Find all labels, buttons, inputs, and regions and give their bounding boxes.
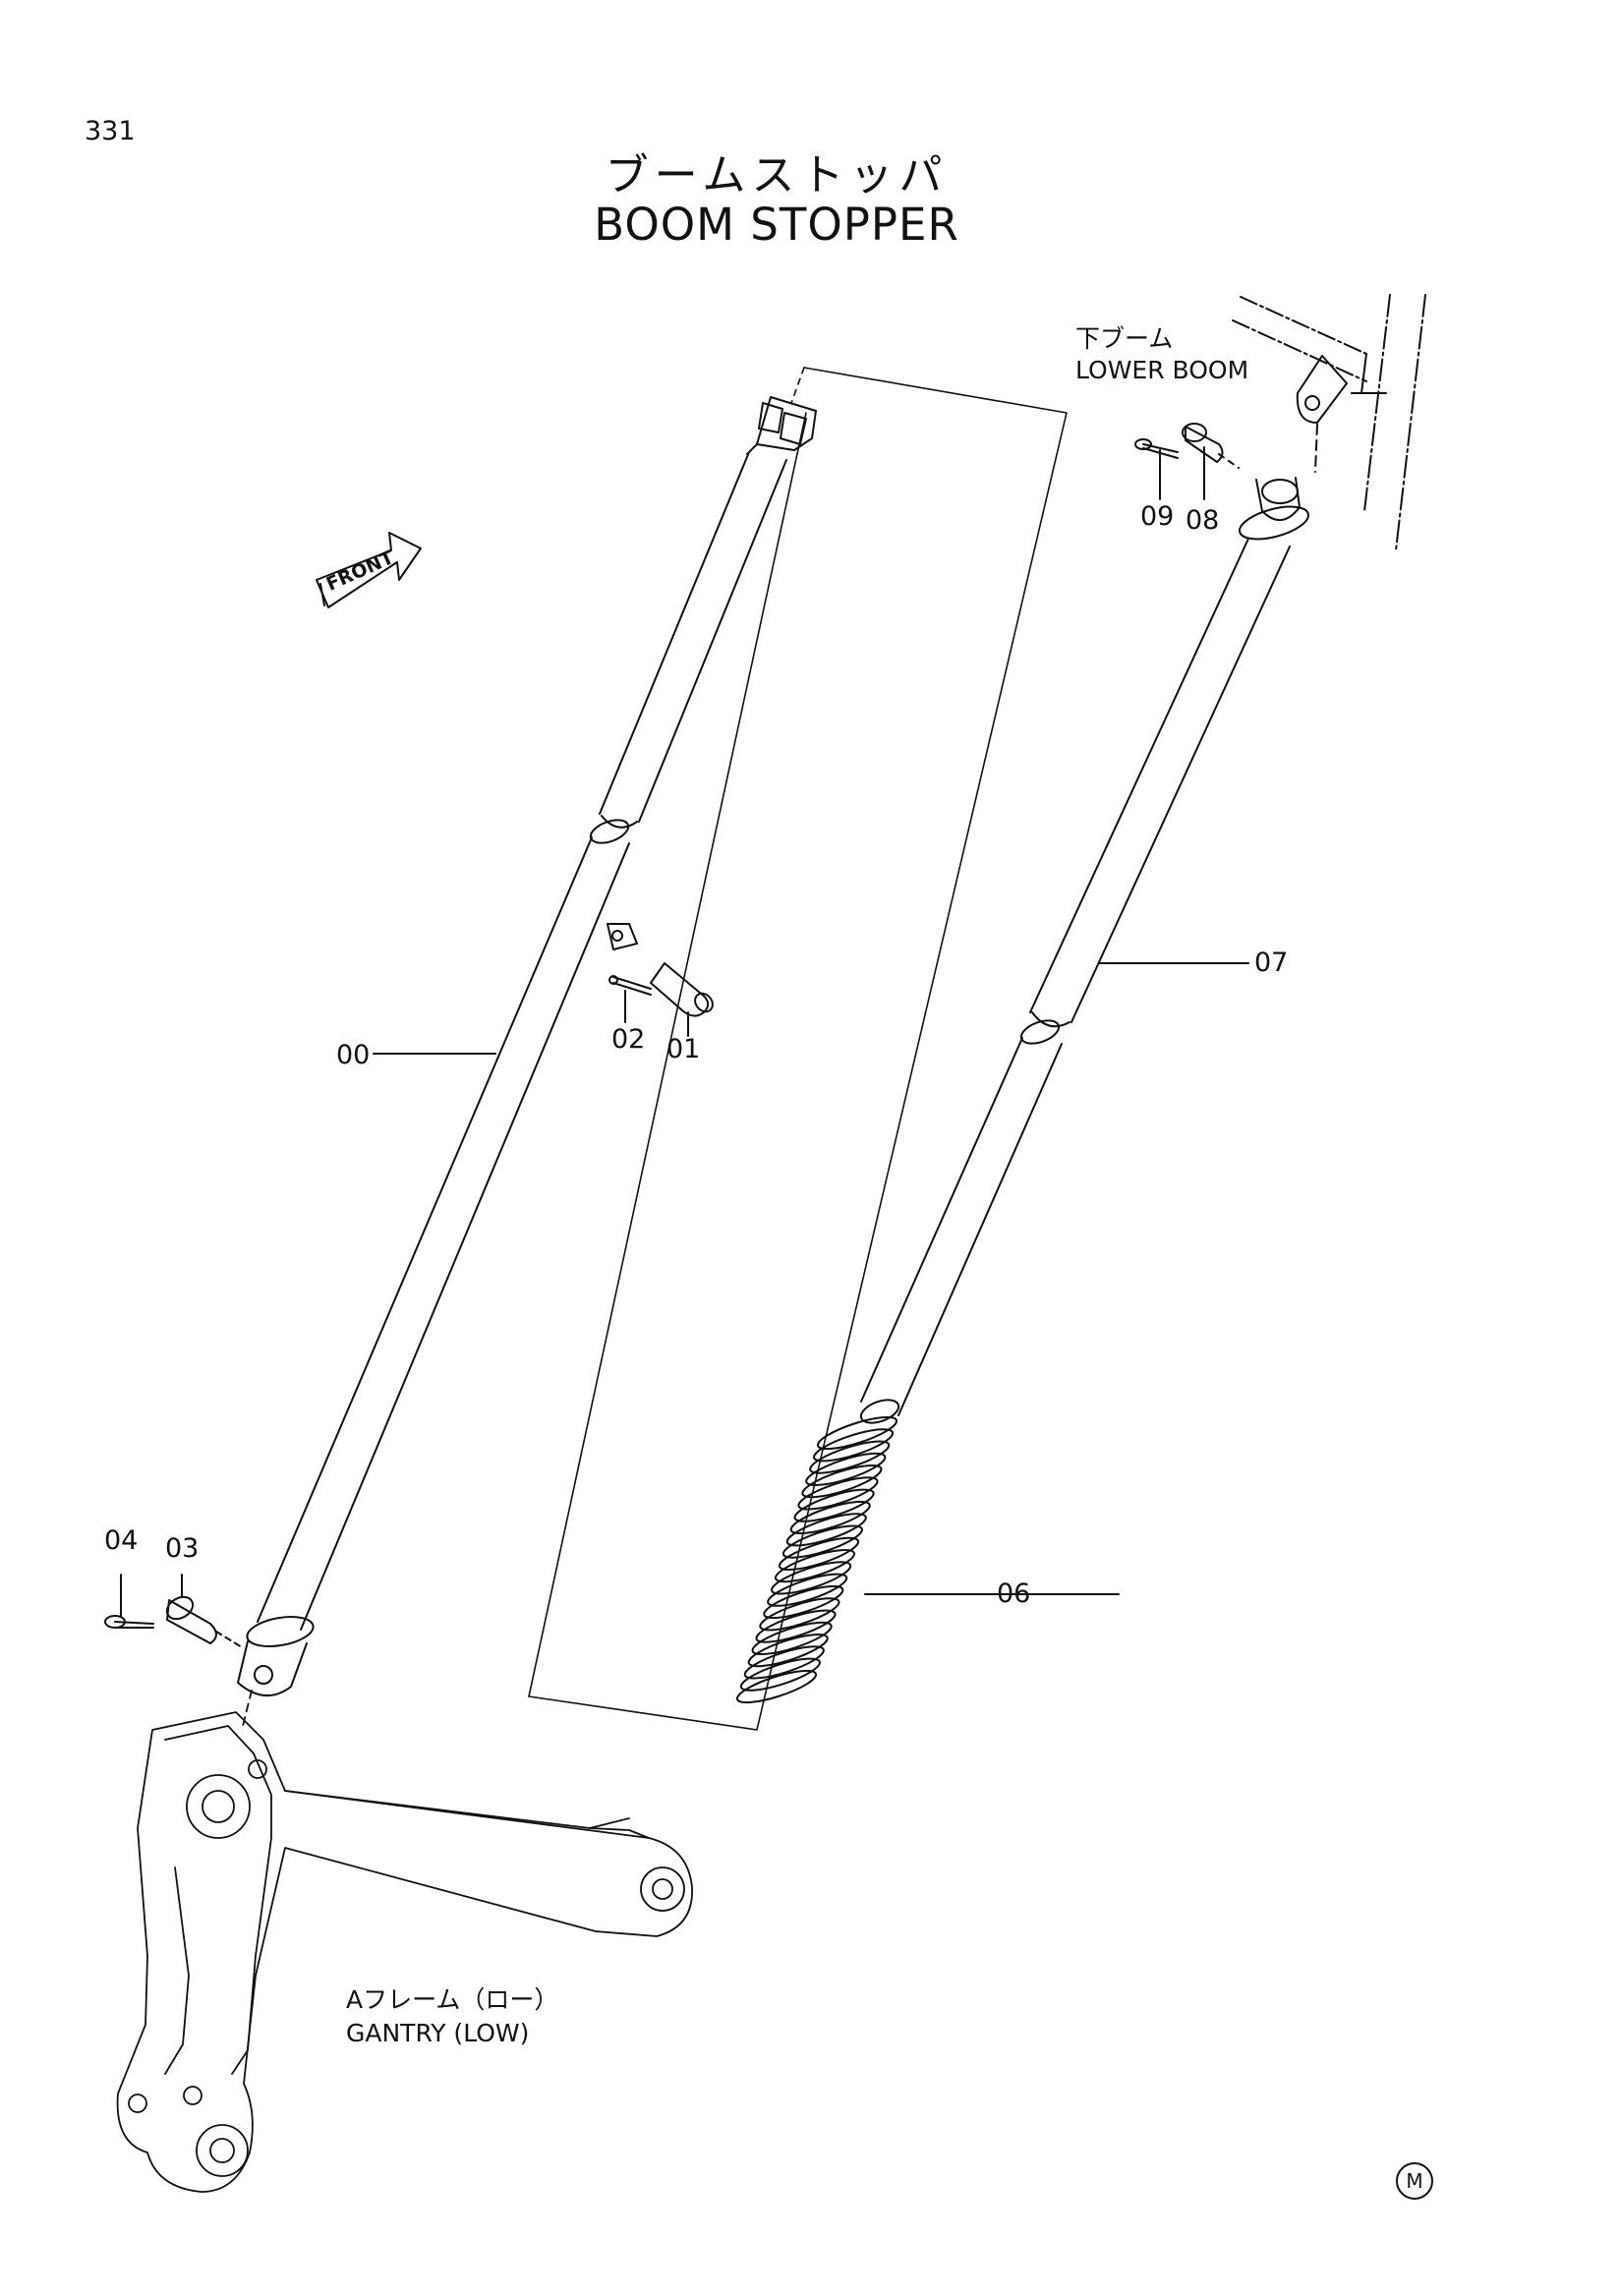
callout-03: 03 — [165, 1533, 200, 1564]
callout-07: 07 — [1254, 947, 1289, 978]
pin-03 — [165, 1574, 243, 1648]
spring-coil — [785, 1513, 867, 1547]
page-title: BOOM STOPPER — [594, 199, 959, 251]
page-title-jp: ブームストッパ — [605, 150, 949, 201]
spring-coil — [816, 1415, 898, 1451]
spring-coil — [747, 1634, 829, 1668]
spring-coil — [781, 1524, 863, 1559]
spring-coil — [789, 1500, 871, 1535]
callout-02: 02 — [611, 1024, 646, 1055]
spring-coil — [763, 1584, 844, 1620]
spring-coil — [797, 1476, 879, 1511]
callout-01: 01 — [666, 1034, 701, 1064]
spring-coil — [739, 1657, 821, 1692]
gantry-label: GANTRY (LOW) — [346, 2019, 530, 2047]
rod-00 — [237, 396, 817, 1697]
lower-boom-structure — [1232, 294, 1426, 551]
spring-coil — [793, 1488, 875, 1522]
spring-coil — [774, 1549, 856, 1583]
clip-04 — [104, 1574, 154, 1629]
pin-01 — [650, 962, 714, 1037]
footer-mark: M — [1396, 2162, 1433, 2200]
pin-08 — [1182, 423, 1240, 500]
spring-coil — [771, 1561, 852, 1595]
spring-coil — [735, 1669, 818, 1704]
front-arrow-icon — [316, 532, 422, 608]
spring-coil — [767, 1573, 848, 1607]
lower-boom-label: LOWER BOOM — [1075, 356, 1249, 384]
spring-coil — [809, 1440, 891, 1474]
spring-coil — [759, 1597, 840, 1632]
callout-04: 04 — [104, 1525, 139, 1556]
spring-coil — [801, 1464, 883, 1499]
clip-02 — [608, 975, 652, 1023]
callout-06: 06 — [997, 1578, 1031, 1609]
lower-boom-label-jp: 下ブーム — [1075, 324, 1174, 353]
spring-coil — [813, 1428, 895, 1463]
gantry-frame — [116, 1690, 693, 2193]
callout-00: 00 — [336, 1040, 371, 1070]
spring-06 — [735, 1415, 898, 1704]
gantry-label-jp: Aフレーム（ロー） — [346, 1985, 559, 2014]
spring-coil — [751, 1621, 833, 1655]
callout-09: 09 — [1140, 501, 1175, 532]
page-number: 331 — [85, 116, 136, 146]
spring-coil — [805, 1452, 887, 1486]
tube-07 — [859, 477, 1309, 1424]
spring-coil — [743, 1645, 825, 1680]
spring-coil — [755, 1609, 837, 1643]
callout-08: 08 — [1186, 505, 1220, 536]
spring-coil — [778, 1536, 860, 1571]
clip-09 — [1134, 438, 1179, 500]
assembly-outline — [528, 367, 1068, 1731]
